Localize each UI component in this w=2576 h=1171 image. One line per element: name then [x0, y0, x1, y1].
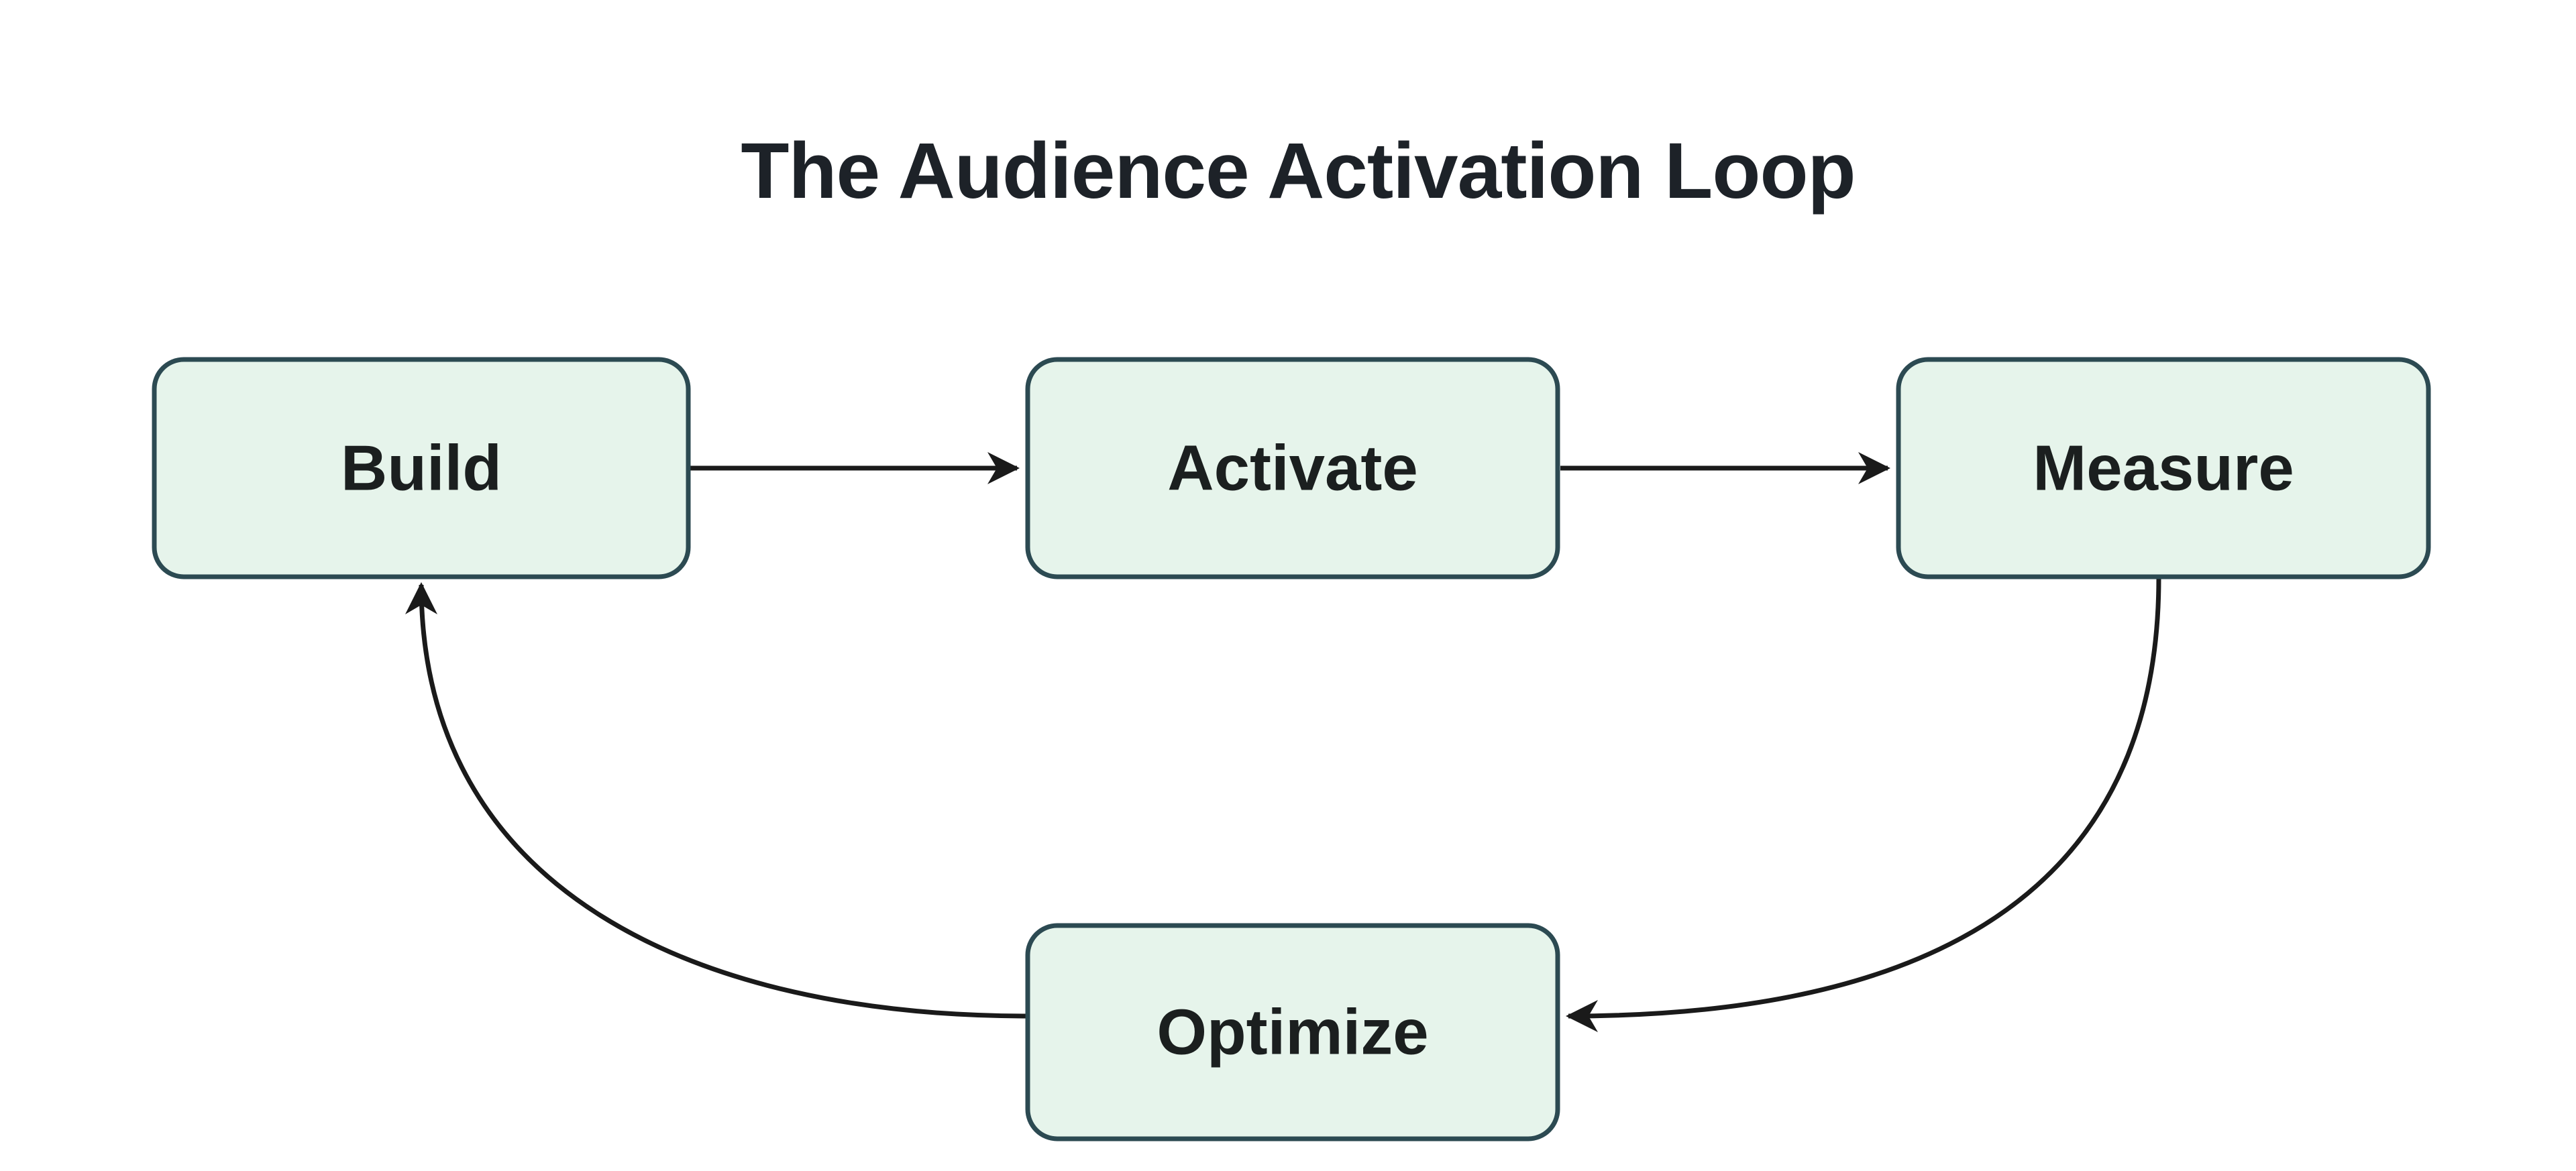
- node-measure: Measure: [1896, 357, 2431, 579]
- node-activate-box: [1025, 357, 1560, 579]
- node-activate-label: Activate: [1167, 433, 1418, 504]
- node-optimize-box: [1025, 923, 1560, 1141]
- diagram-title: The Audience Activation Loop: [741, 127, 1855, 215]
- node-measure-label: Measure: [2033, 433, 2294, 504]
- node-optimize-label: Optimize: [1157, 997, 1428, 1068]
- node-build-box: [152, 357, 691, 579]
- node-measure-box: [1896, 357, 2431, 579]
- edge-measure-to-optimize: [1566, 577, 2161, 1032]
- node-optimize: Optimize: [1025, 923, 1560, 1141]
- edge-optimize-to-build: [405, 582, 1028, 1019]
- node-activate: Activate: [1025, 357, 1560, 579]
- node-build-label: Build: [341, 433, 502, 504]
- node-build: Build: [152, 357, 691, 579]
